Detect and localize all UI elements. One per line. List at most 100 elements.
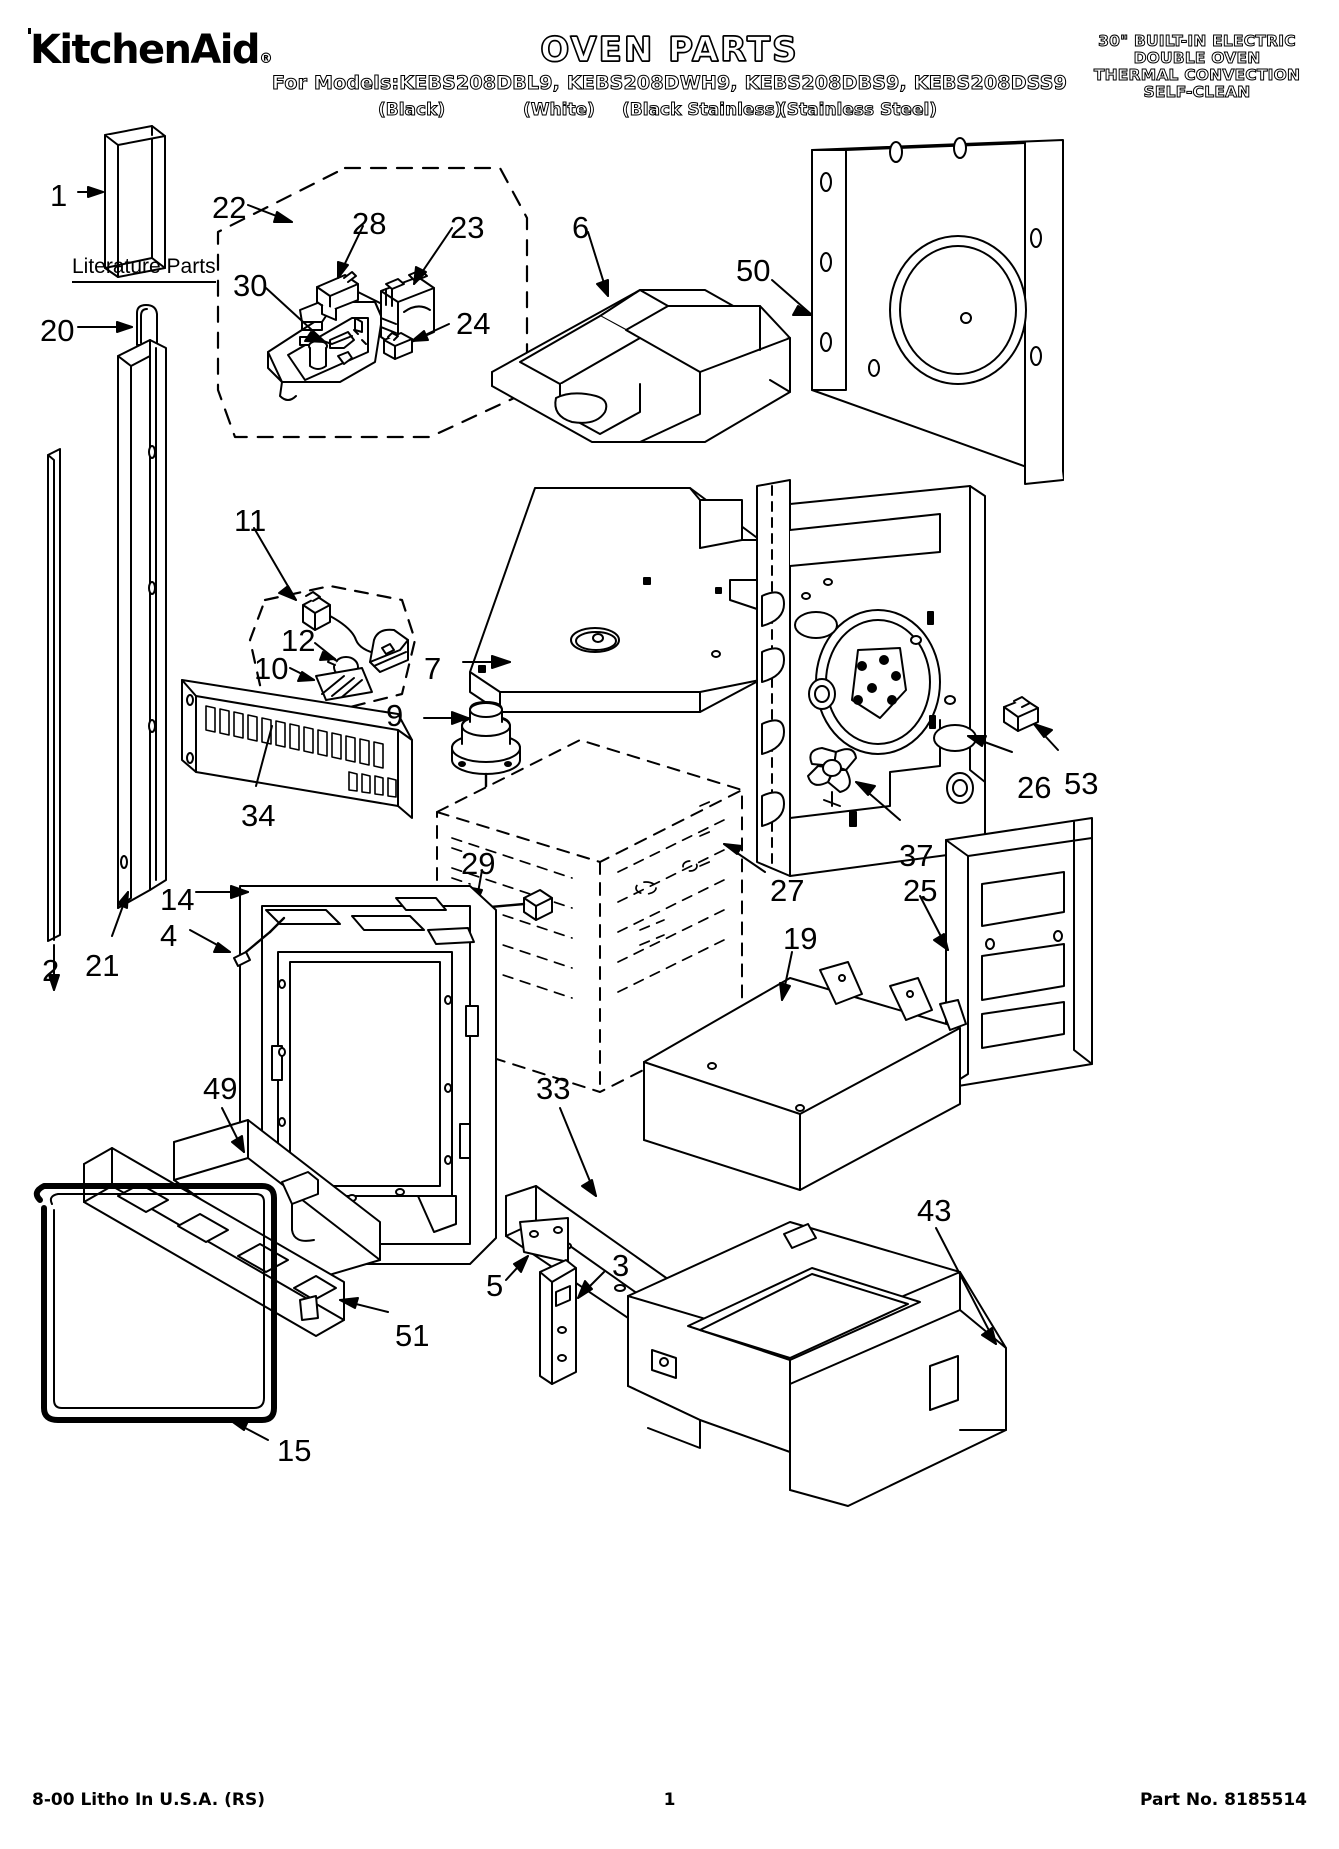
leader-34 (255, 725, 273, 787)
leader-43 (935, 1227, 997, 1345)
leader-30 (265, 287, 326, 343)
footer-page-number: 1 (663, 1790, 676, 1810)
callout-number-33: 33 (536, 1071, 571, 1106)
leader-33 (559, 1107, 597, 1197)
leader-10 (289, 667, 315, 682)
color-label-black-stainless: (Black Stainless) (621, 100, 783, 121)
callout-number-12: 12 (281, 623, 316, 658)
callout-number-51: 51 (395, 1318, 430, 1353)
spec-line-3: THERMAL CONVECTION (1093, 66, 1301, 84)
part-23-relay (380, 269, 435, 349)
callout-number-19: 19 (783, 921, 818, 956)
part-7-top-deck (469, 487, 761, 713)
callout-number-22: 22 (212, 190, 247, 225)
corner-tick-mark (28, 28, 31, 34)
callout-number-10: 10 (254, 651, 289, 686)
leader-5 (505, 1255, 529, 1281)
callout-number-6: 6 (572, 210, 590, 245)
callout-number-28: 28 (352, 206, 387, 241)
part-lamp-socket (302, 591, 379, 655)
callout-number-27: 27 (770, 873, 805, 908)
callout-number-11: 11 (234, 503, 267, 538)
leader-6 (587, 231, 609, 297)
callout-number-26: 26 (1017, 770, 1052, 805)
part-43-base-pan (627, 1221, 1007, 1507)
callout-number-49: 49 (203, 1071, 238, 1106)
registered-trademark-icon: ® (258, 51, 273, 67)
leader-50 (771, 279, 813, 316)
callout-number-50: 50 (736, 253, 771, 288)
leader-19 (779, 951, 793, 1001)
part-6-air-baffle (491, 289, 791, 443)
part-14-door-frame (239, 885, 497, 1265)
part-2-trim-rail (47, 448, 61, 942)
callout-number-7: 7 (424, 651, 442, 686)
spec-line-1: 30" BUILT-IN ELECTRIC (1098, 32, 1296, 50)
callout-number-21: 21 (85, 948, 120, 983)
spec-line-4: SELF-CLEAN (1143, 83, 1251, 101)
appliance-spec-block: 30" BUILT-IN ELECTRIC DOUBLE OVEN THERMA… (1077, 32, 1317, 101)
leader-14 (195, 885, 249, 899)
part-37-fan-blade (807, 747, 857, 807)
part-28-switch (316, 271, 401, 321)
part-53-clip (1003, 696, 1039, 732)
brand-name: KitchenAid (30, 27, 261, 73)
callout-number-24: 24 (456, 306, 491, 341)
part-24-connector (383, 332, 413, 360)
leader-22 (247, 204, 293, 223)
part-5-corner-bracket (519, 1217, 569, 1263)
callout-number-3: 3 (612, 1248, 630, 1283)
leader-53 (1033, 723, 1059, 751)
leader-2 (48, 944, 60, 991)
cavity-rack-guides (451, 799, 729, 999)
part-26-side-frame (756, 479, 986, 877)
leader-27 (723, 843, 766, 873)
callout-number-4: 4 (160, 918, 178, 953)
part-10-plate (315, 667, 373, 701)
part-34-vent-grille (181, 679, 413, 819)
callout-number-29: 29 (461, 846, 496, 881)
part-30-control-tray (267, 301, 383, 401)
page-title: OVEN PARTS (540, 29, 799, 70)
color-label-stainless-steel: (Stainless Steel) (778, 100, 938, 121)
part-21-side-trim (117, 339, 167, 909)
leader-11 (253, 527, 297, 601)
part-literature-booklet (104, 125, 166, 278)
callout-number-15: 15 (277, 1433, 312, 1468)
part-25-front-frame (945, 817, 1093, 1089)
callout-number-34: 34 (241, 798, 276, 833)
page-footer: 8-00 Litho In U.S.A. (RS) 1 Part No. 818… (0, 1790, 1339, 1820)
group-boundary-11 (248, 584, 417, 714)
leader-49 (221, 1107, 245, 1153)
footer-litho-code: 8-00 Litho In U.S.A. (RS) (32, 1790, 265, 1810)
leader-7 (462, 655, 511, 669)
callout-number-37: 37 (899, 838, 934, 873)
leader-20 (77, 321, 133, 333)
leader-1 (77, 186, 104, 198)
callout-number-14: 14 (160, 882, 195, 917)
leader-15 (229, 1419, 269, 1441)
group-boundary-22 (216, 166, 529, 439)
part-20-end-cap (136, 304, 158, 346)
kitchenaid-logo: KitchenAid® (30, 30, 273, 70)
leader-51 (339, 1297, 389, 1313)
color-label-white: (White) (523, 100, 596, 121)
part-19-bottom-shelf (643, 961, 967, 1191)
color-variants-row: (Black) (White) (Black Stainless) (Stain… (0, 100, 1339, 124)
callout-number-5: 5 (486, 1268, 504, 1303)
leader-25 (919, 895, 949, 951)
leader-3 (577, 1271, 605, 1299)
part-50-rear-panel (811, 137, 1064, 485)
leader-21 (111, 891, 129, 937)
callout-number-20: 20 (40, 313, 75, 348)
callout-number-43: 43 (917, 1193, 952, 1228)
leader-28 (337, 225, 364, 279)
leader-12 (314, 642, 336, 661)
spec-line-2: DOUBLE OVEN (1133, 49, 1261, 67)
part-4-screw (233, 916, 286, 967)
color-label-black: (Black) (377, 100, 446, 121)
part-3-mounting-bracket (539, 1259, 577, 1385)
callout-number-23: 23 (450, 210, 485, 245)
